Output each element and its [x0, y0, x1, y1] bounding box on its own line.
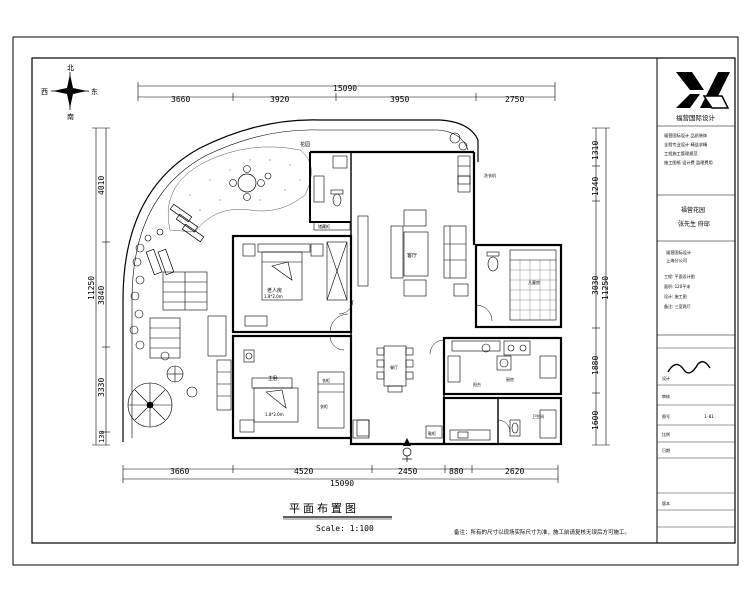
- compass-east: 东: [91, 87, 98, 96]
- dim-right-5: 1600: [591, 411, 600, 430]
- dim-bottom-total: 15090: [330, 479, 354, 488]
- label-version: 版本: [662, 500, 670, 506]
- entry-furniture: [313, 155, 471, 231]
- old-room-label: 老人房: [267, 287, 282, 294]
- compass-south: 南: [67, 112, 74, 121]
- spec-line-1: 工程: 平面设计图: [664, 273, 695, 279]
- dim-top-1: 3660: [171, 95, 190, 104]
- kids-room-furniture: [486, 249, 557, 321]
- title-block: 福营国际设计 福营国际设计 品质装饰 全程专业设计 精益求精 工程施工管理规范 …: [656, 58, 735, 543]
- dim-left-3: 3330: [97, 378, 106, 397]
- spec-line-2: 面积: 120平米: [664, 283, 690, 289]
- wardrobe-a-label: 衣柜: [320, 403, 328, 409]
- dim-right-2: 1240: [591, 177, 600, 196]
- label-design: 设计: [662, 375, 670, 381]
- dim-right-1: 1310: [591, 141, 600, 160]
- intro-line-2: 全程专业设计 精益求精: [664, 141, 707, 148]
- spec-line-4: 备注: 三室两厅: [664, 303, 691, 309]
- garden-area: 花园: [122, 119, 479, 442]
- outer-frame: [12, 36, 739, 566]
- dim-bottom-4: 880: [449, 467, 464, 476]
- company-name: 福营国际设计: [676, 113, 716, 122]
- drawing-note: 备注：所有的尺寸以现场实际尺寸为准，施工前请复核无误后方可施工。: [454, 528, 630, 536]
- master-bed-label: 主卧: [268, 375, 278, 382]
- dim-top-total: 15090: [333, 84, 357, 93]
- dim-right-4: 1880: [591, 356, 600, 375]
- dim-right-3: 3030: [591, 276, 600, 295]
- dim-top-2: 3920: [270, 95, 289, 104]
- dim-top-3: 3950: [390, 95, 409, 104]
- label-drawing-no: 图号: [662, 413, 670, 419]
- compass-north: 北: [67, 64, 74, 72]
- project-name: 福营花园: [681, 206, 705, 214]
- dim-bottom-5: 2620: [505, 467, 524, 476]
- top-dimensions: [137, 82, 556, 101]
- label-date: 日期: [662, 447, 670, 453]
- dim-left-1: 4010: [97, 176, 106, 195]
- kids-room-label: 儿童房: [528, 279, 540, 285]
- intro-line-4: 施工图纸 设计费 监理费用: [664, 159, 713, 166]
- master-bedroom-furniture: [239, 349, 370, 439]
- label-scale: 比例: [662, 431, 670, 437]
- garden-label: 花园: [300, 141, 310, 148]
- dim-bottom-1: 3660: [170, 467, 189, 476]
- building-walls: [231, 150, 563, 446]
- shoe-cabinet-label: 鞋柜: [428, 430, 436, 436]
- entrance-marker-icon: [402, 438, 412, 462]
- dim-top-4: 2750: [505, 95, 524, 104]
- label-check: 审核: [662, 393, 670, 399]
- kitchen-label: 厨房: [506, 376, 514, 382]
- dim-right-total: 11250: [601, 276, 610, 300]
- spec-line-3: 设计: 施工图: [664, 293, 687, 299]
- storage-label: 储藏柜: [318, 223, 330, 229]
- dining-furniture: [356, 345, 414, 437]
- dim-left-4: 130: [98, 430, 106, 443]
- bath-furniture: [425, 409, 557, 441]
- old-room-furniture: [242, 241, 348, 327]
- dim-bottom-2: 4520: [294, 467, 313, 476]
- compass-west: 西: [41, 88, 48, 96]
- drawing-title: 平面布置图: [289, 502, 359, 515]
- compass: 北 南 西 东: [41, 64, 98, 121]
- client-name: 张先生 府邸: [678, 220, 710, 228]
- company-logo-icon: [676, 72, 730, 109]
- right-dimensions: [592, 127, 610, 446]
- drawing-number: 1-01: [704, 414, 714, 419]
- left-dimensions: [92, 127, 110, 446]
- wardrobe-b-label: 衣柜: [322, 377, 330, 383]
- dining-label: 餐厅: [390, 364, 398, 370]
- dim-left-2: 3840: [97, 286, 106, 305]
- bottom-dimensions: [122, 465, 559, 483]
- master-bed-size: 1.8*2.0m: [265, 412, 284, 417]
- dim-left-total: 11250: [87, 276, 96, 300]
- drawing-scale: Scale: 1:100: [316, 524, 374, 533]
- client-branch: 上海分公司: [666, 257, 687, 264]
- intro-line-3: 工程施工管理规范: [664, 150, 698, 157]
- living-room-furniture: [357, 209, 469, 297]
- kitchen-furniture: [447, 340, 557, 383]
- living-label: 客厅: [407, 252, 417, 259]
- dim-bottom-3: 2450: [398, 467, 417, 476]
- client-company: 福营国际设计: [666, 249, 691, 256]
- intro-line-1: 福营国际设计 品质装饰: [664, 132, 707, 139]
- inner-frame: [31, 57, 736, 544]
- signature-icon: [667, 361, 711, 374]
- toilet-label: 卫生间: [532, 413, 544, 419]
- door-swings: [329, 299, 511, 433]
- balcony-label: 阳台: [473, 381, 481, 387]
- old-room-bed-size: 1.8*2.0m: [264, 294, 283, 299]
- wash-label: 洗衣机: [484, 172, 496, 178]
